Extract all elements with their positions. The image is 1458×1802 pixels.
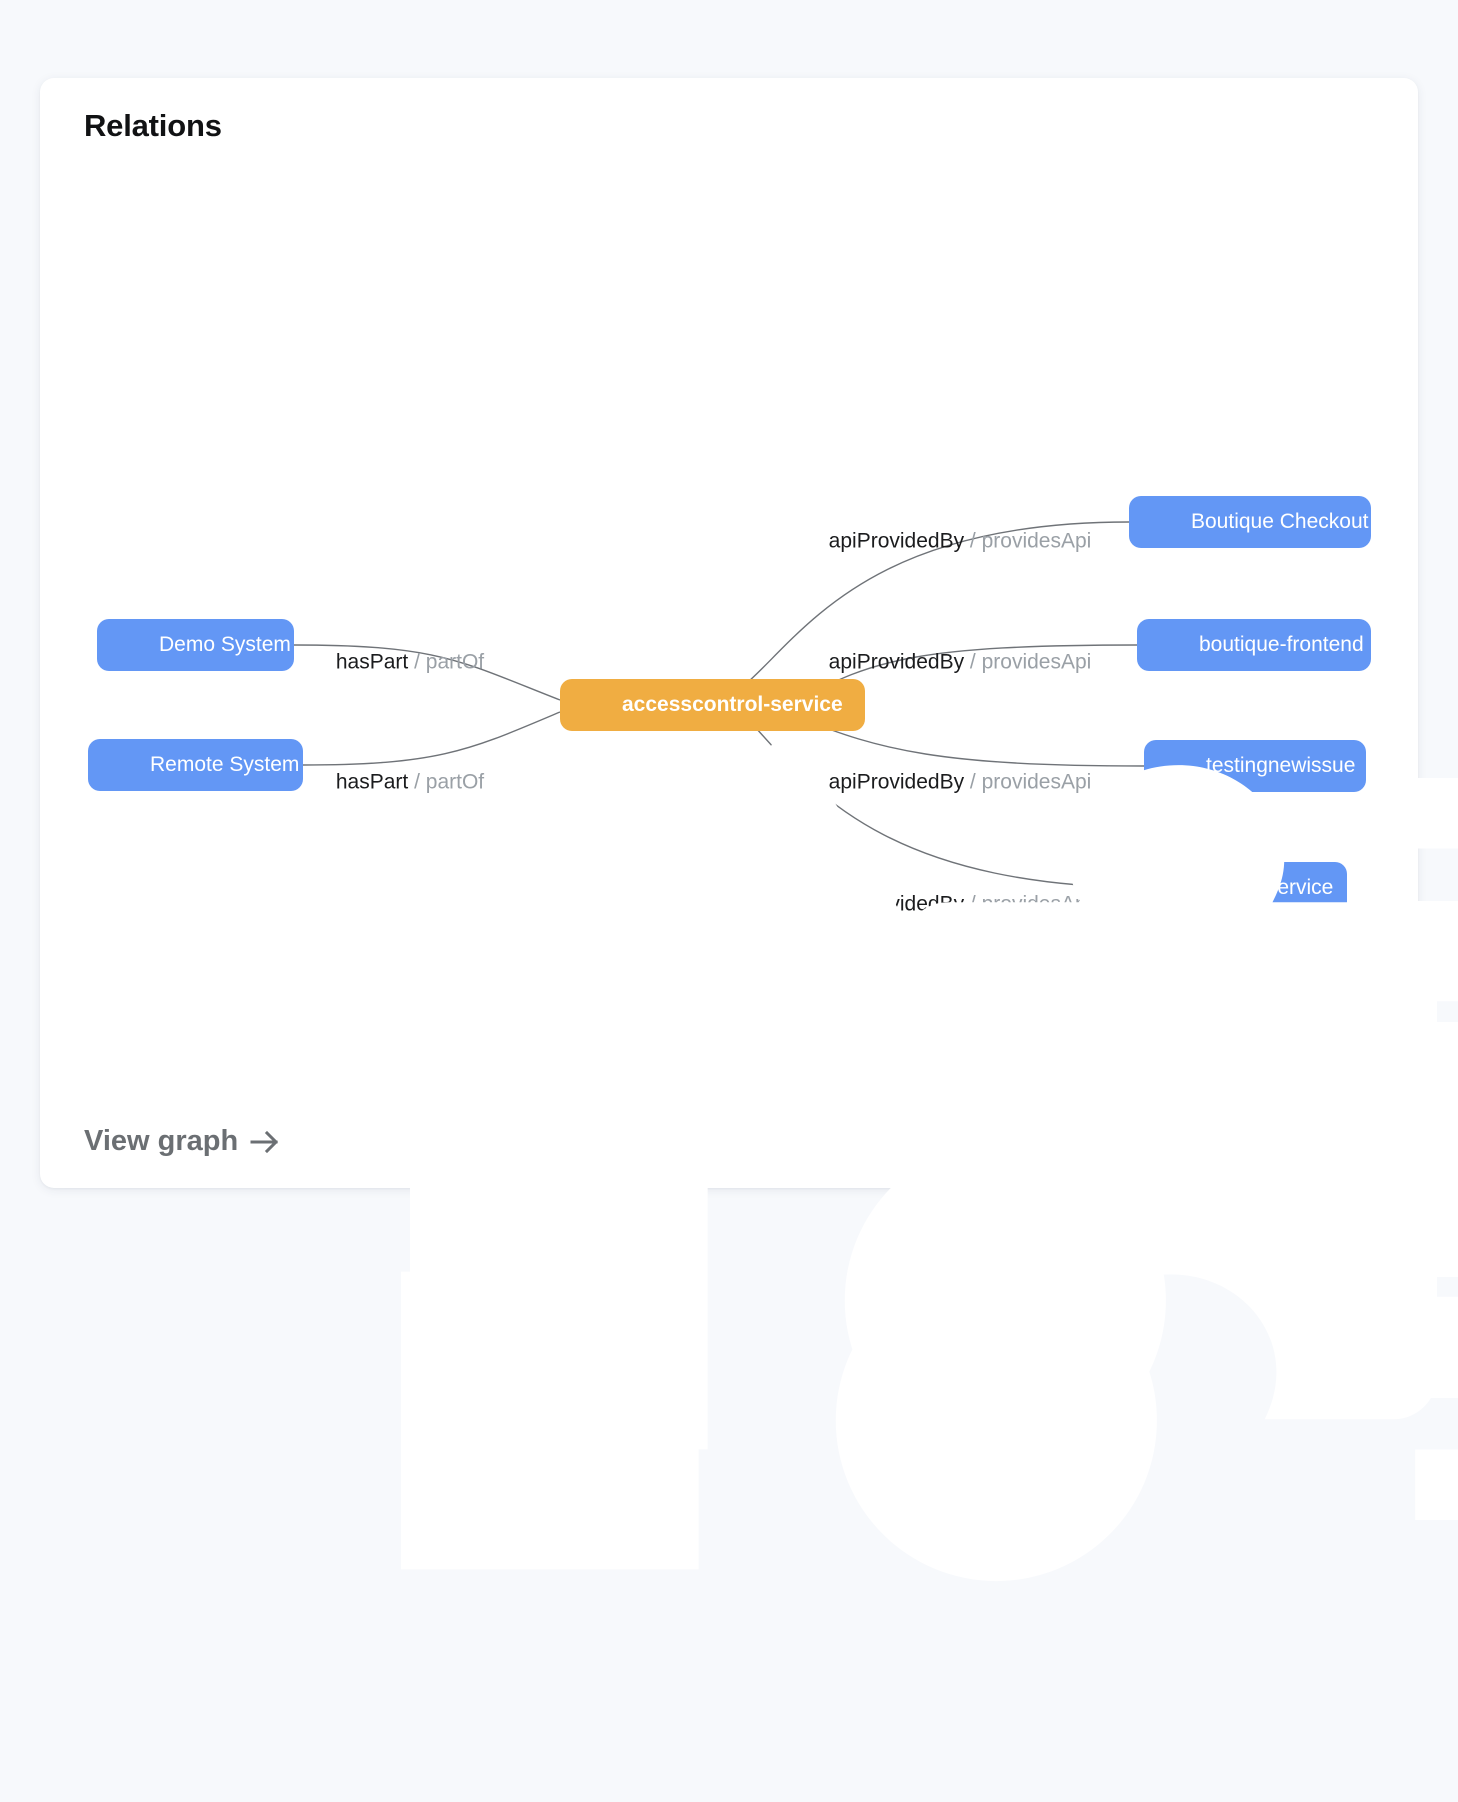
edge-label-forward: apiProvidedBy [828,650,965,674]
graph-edge [293,644,561,701]
page-title: Relations [84,108,222,143]
edge-label-reverse: partOf [425,770,485,794]
edge-label-separator: / [964,770,982,794]
cpu-chip-icon [1147,509,1458,1154]
edge-label: hasPart / partOf [336,772,484,793]
graph-node-accesscontrol-service[interactable]: accesscontrol-service [560,679,1458,1420]
edge-label-reverse: providesApi [981,770,1092,794]
edge-label: apiProvidedBy / providesApi [829,652,1092,673]
view-graph-label: View graph [84,1125,239,1157]
graph-node-boutique-frontend[interactable]: boutique-frontend [1137,619,1458,1277]
edge-label-reverse: partOf [425,650,485,674]
graph-edge [302,711,561,766]
edge-label-separator: / [964,529,982,553]
edge-label-reverse: providesApi [981,529,1092,553]
shapes-icon [115,632,1166,1462]
edge-label-forward: hasPart [335,650,409,674]
cpu-chip-icon [1155,632,1458,1277]
edge-label-forward: apiProvidedBy [828,529,965,553]
arrow-right-icon [250,1129,280,1155]
graph-node-label: Boutique Checkout [1191,510,1369,533]
graph-node-label: boutique-frontend [1199,633,1364,656]
graph-node-label: Demo System [159,633,291,656]
edge-label-separator: / [408,650,426,674]
graph-node-label: testingnewissue [1206,754,1356,777]
graph-node-boutique-checkout[interactable]: Boutique Checkout [1129,496,1458,1154]
view-graph-link[interactable]: View graph [84,1125,280,1158]
edge-label-separator: / [408,770,426,794]
graph-node-demo-system[interactable]: Demo System [97,619,1166,1462]
edge-label-forward: hasPart [335,770,409,794]
graph-node-remote-system[interactable]: Remote System [88,739,1157,1582]
graph-node-label: accesscontrol-service [622,693,843,716]
graph-node-label: Remote System [150,753,300,776]
graph-edge [738,521,1130,691]
edge-label: apiProvidedBy / providesApi [829,772,1092,793]
shapes-icon [106,752,1157,1582]
edge-label: hasPart / partOf [336,652,484,673]
puzzle-piece-icon [578,692,1458,1420]
edge-label-reverse: providesApi [981,650,1092,674]
edge-label-forward: apiProvidedBy [828,770,965,794]
edge-label: apiProvidedBy / providesApi [829,531,1092,552]
edge-label-separator: / [964,650,982,674]
